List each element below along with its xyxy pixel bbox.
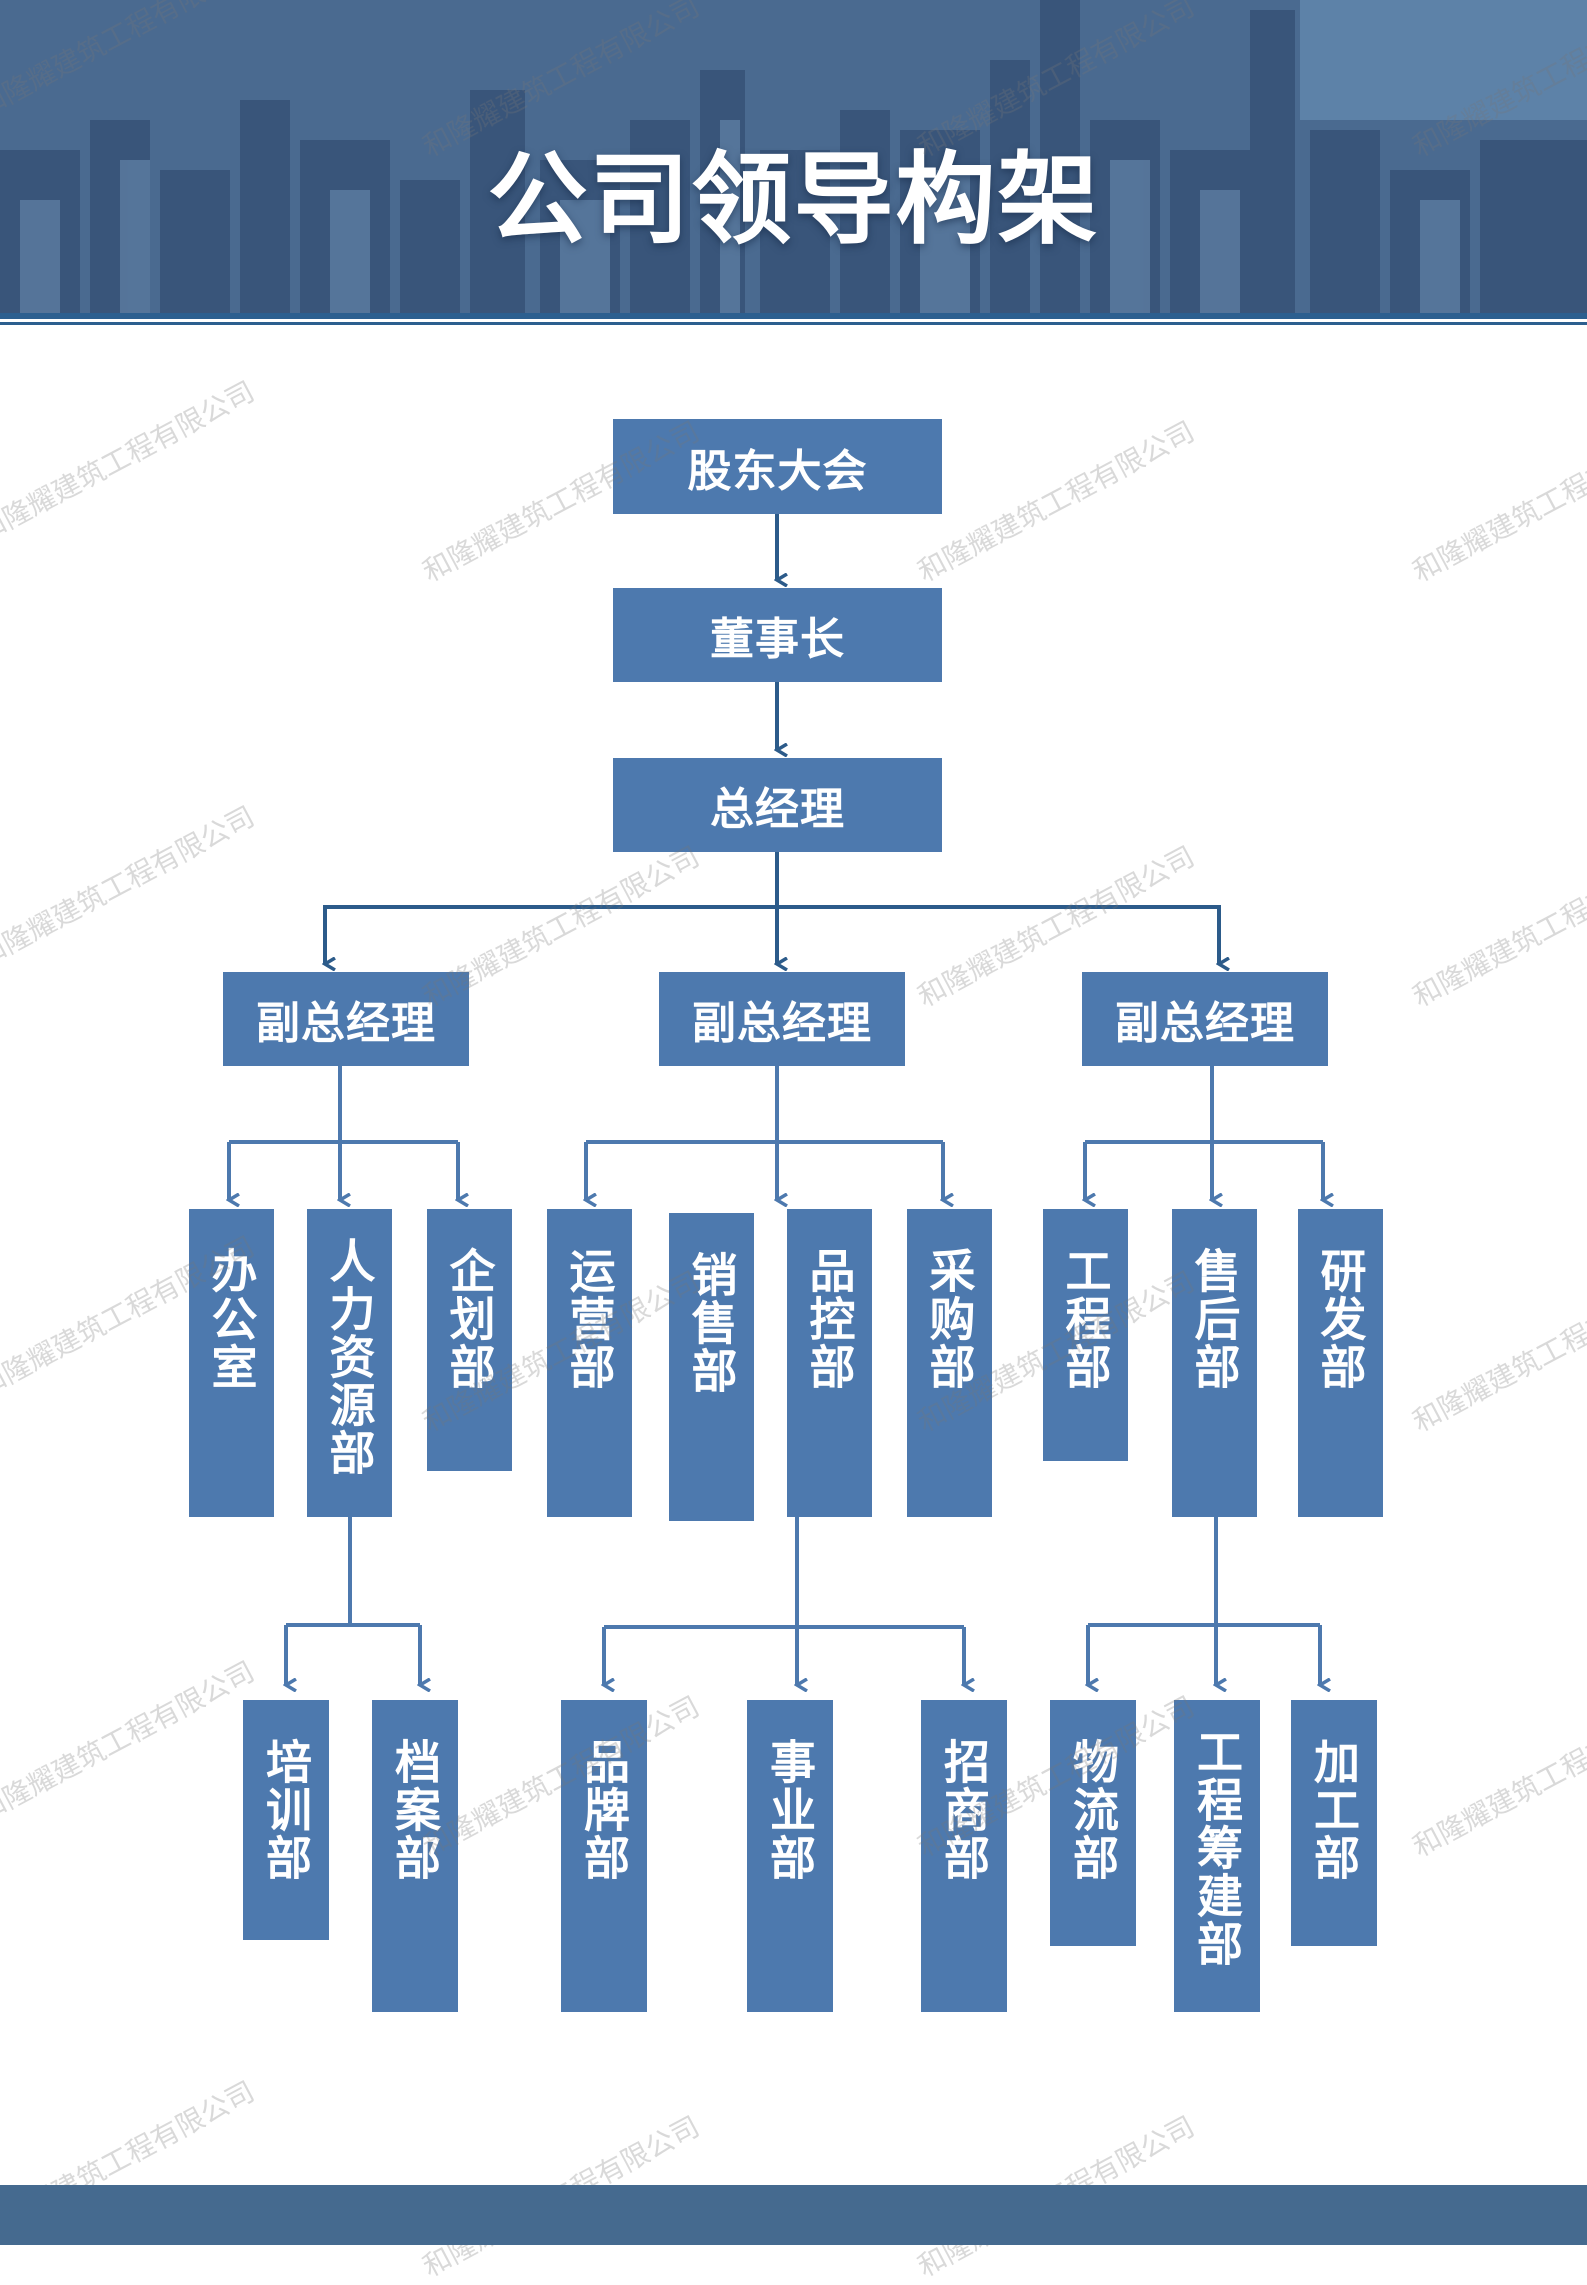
node-sub-processing: 加工部 — [1291, 1700, 1377, 1946]
footer-bar — [0, 2185, 1587, 2245]
node-dept-sales: 销售部 — [669, 1213, 754, 1521]
node-dept-office: 办公室 — [189, 1209, 274, 1517]
node-sub-business: 事业部 — [747, 1700, 833, 2012]
node-shareholders: 股东大会 — [613, 419, 942, 514]
connector-gm-vp-bus — [323, 905, 1221, 960]
node-dept-operations: 运营部 — [547, 1209, 632, 1517]
node-sub-brand: 品牌部 — [561, 1700, 647, 2012]
node-dept-aftersales: 售后部 — [1172, 1209, 1257, 1517]
node-dept-planning: 企划部 — [427, 1209, 512, 1471]
node-dept-engineering: 工程部 — [1043, 1209, 1128, 1461]
city-skyline-image — [0, 0, 1587, 313]
node-sub-training: 培训部 — [243, 1700, 329, 1940]
node-sub-construction-prep: 工程筹建部 — [1174, 1700, 1260, 2012]
node-chairman: 董事长 — [613, 588, 942, 682]
header-banner: 公司领导构架 — [0, 0, 1587, 313]
node-vice-manager-2: 副总经理 — [659, 972, 905, 1066]
node-sub-archives: 档案部 — [372, 1700, 458, 2012]
node-general-manager: 总经理 — [613, 758, 942, 852]
node-sub-investment: 招商部 — [921, 1700, 1007, 2012]
header-divider-thin — [0, 322, 1587, 325]
node-dept-purchasing: 采购部 — [907, 1209, 992, 1517]
node-dept-rnd: 研发部 — [1298, 1209, 1383, 1517]
node-vice-manager-3: 副总经理 — [1082, 972, 1328, 1066]
node-dept-hr: 人力资源部 — [307, 1209, 392, 1517]
header-divider — [0, 313, 1587, 319]
node-dept-quality: 品控部 — [787, 1209, 872, 1517]
page-title: 公司领导构架 — [487, 141, 1100, 258]
node-vice-manager-1: 副总经理 — [223, 972, 469, 1066]
node-sub-logistics: 物流部 — [1050, 1700, 1136, 1946]
